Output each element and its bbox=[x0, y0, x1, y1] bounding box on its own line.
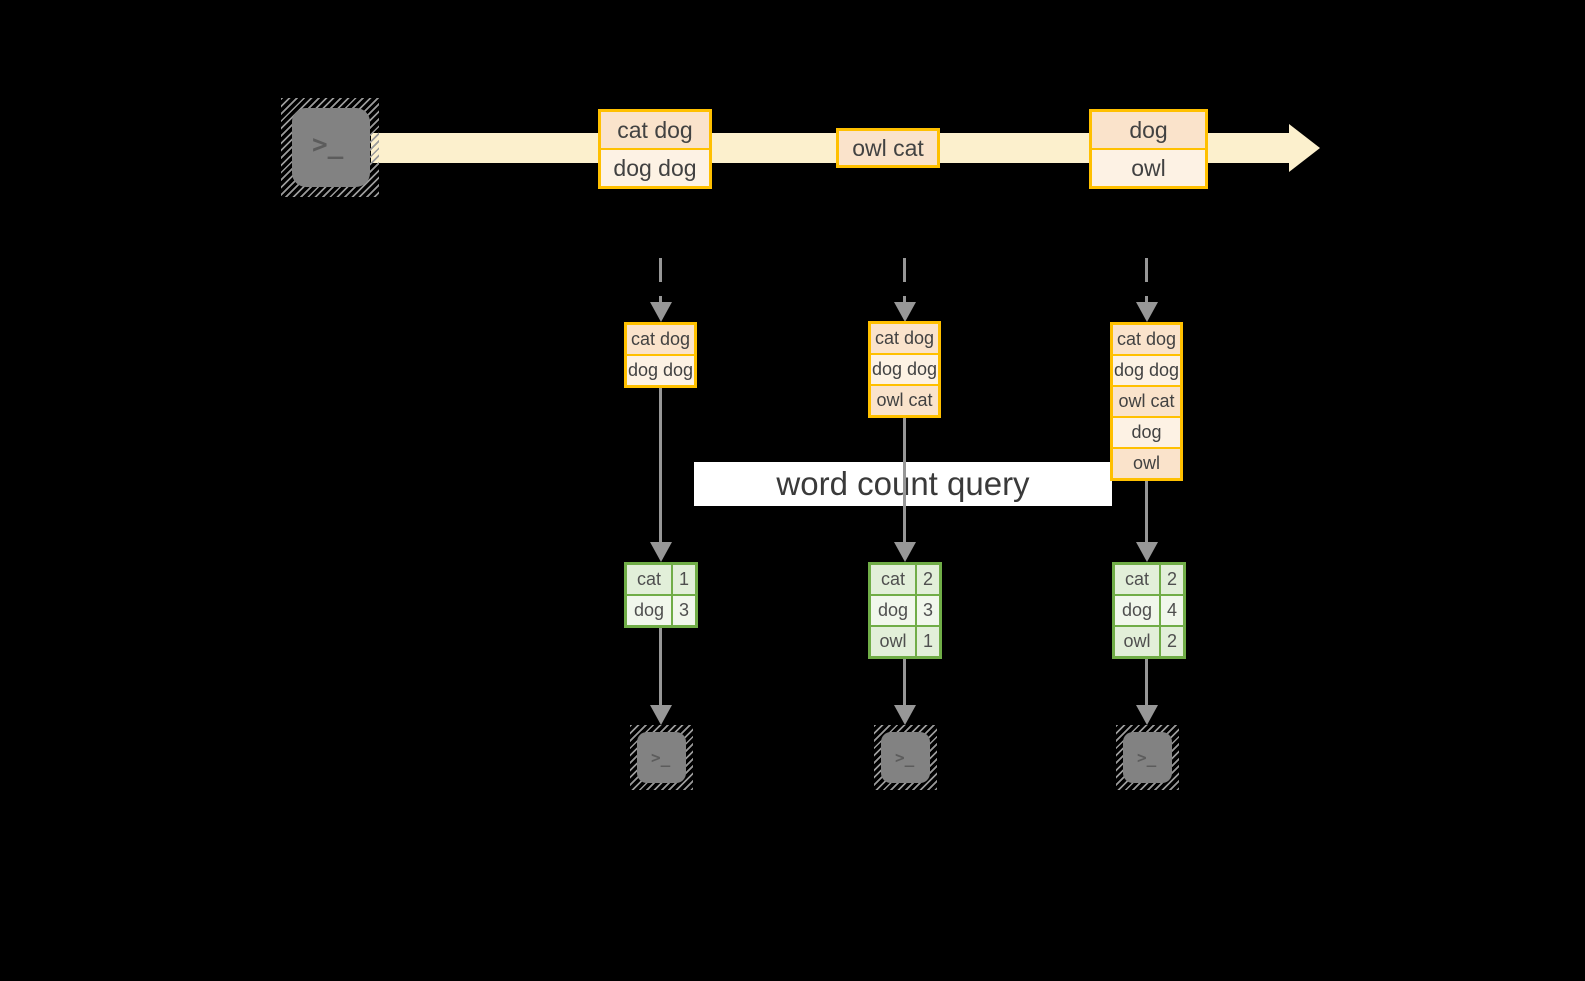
ingest-arrow-line-1 bbox=[659, 258, 662, 304]
buffer-cell: cat dog bbox=[627, 325, 694, 354]
stream-message-1: cat dog dog dog bbox=[598, 109, 712, 189]
buffer-cell: cat dog bbox=[871, 324, 938, 353]
table-row: cat 2 bbox=[1115, 565, 1183, 594]
table-row: owl 1 bbox=[871, 627, 939, 656]
ingest-arrow-head-2 bbox=[894, 302, 916, 322]
ingest-arrow-head-1 bbox=[650, 302, 672, 322]
output-arrow-line-3 bbox=[1145, 659, 1148, 708]
ingest-arrow-line-2 bbox=[903, 258, 906, 304]
stream-message-3: dog owl bbox=[1089, 109, 1208, 189]
output-arrow-line-2 bbox=[903, 659, 906, 708]
buffer-stack-3: cat dog dog dog owl cat dog owl bbox=[1110, 322, 1183, 481]
buffer-cell: dog dog bbox=[1113, 356, 1180, 385]
terminal-face: >_ bbox=[292, 108, 370, 187]
table-row: dog 3 bbox=[871, 596, 939, 625]
output-arrow-line-1 bbox=[659, 628, 662, 708]
query-arrow-line-2 bbox=[903, 418, 906, 546]
word-cell: owl bbox=[871, 627, 915, 656]
terminal-face: >_ bbox=[881, 732, 930, 783]
count-cell: 1 bbox=[673, 565, 695, 594]
buffer-cell: cat dog bbox=[1113, 325, 1180, 354]
word-cell: cat bbox=[871, 565, 915, 594]
message-line: dog dog bbox=[601, 150, 709, 186]
count-cell: 4 bbox=[1161, 596, 1183, 625]
query-arrow-line-1 bbox=[659, 388, 662, 546]
message-line: owl cat bbox=[839, 131, 937, 165]
word-cell: dog bbox=[1115, 596, 1159, 625]
buffer-cell: owl bbox=[1113, 449, 1180, 478]
buffer-cell: owl cat bbox=[1113, 387, 1180, 416]
table-row: dog 4 bbox=[1115, 596, 1183, 625]
stream-arrow-head bbox=[1289, 124, 1320, 172]
output-terminal-icon-1: >_ bbox=[630, 725, 693, 790]
query-arrow-head-3 bbox=[1136, 542, 1158, 562]
count-table-1: cat 1 dog 3 bbox=[624, 562, 698, 628]
count-cell: 2 bbox=[1161, 565, 1183, 594]
terminal-prompt-glyph: >_ bbox=[312, 130, 344, 160]
terminal-prompt-glyph: >_ bbox=[1137, 748, 1157, 767]
buffer-stack-1: cat dog dog dog bbox=[624, 322, 697, 388]
word-cell: cat bbox=[627, 565, 671, 594]
buffer-stack-2: cat dog dog dog owl cat bbox=[868, 321, 941, 418]
output-arrow-head-2 bbox=[894, 705, 916, 725]
output-arrow-head-3 bbox=[1136, 705, 1158, 725]
count-cell: 3 bbox=[917, 596, 939, 625]
count-cell: 2 bbox=[917, 565, 939, 594]
buffer-cell: dog dog bbox=[871, 355, 938, 384]
buffer-cell: owl cat bbox=[871, 386, 938, 415]
query-arrow-head-2 bbox=[894, 542, 916, 562]
table-row: dog 3 bbox=[627, 596, 695, 625]
word-cell: dog bbox=[871, 596, 915, 625]
table-row: cat 2 bbox=[871, 565, 939, 594]
message-line: cat dog bbox=[601, 112, 709, 148]
output-terminal-icon-3: >_ bbox=[1116, 725, 1179, 790]
word-cell: cat bbox=[1115, 565, 1159, 594]
buffer-cell: dog bbox=[1113, 418, 1180, 447]
ingest-arrow-line-3 bbox=[1145, 258, 1148, 304]
terminal-prompt-glyph: >_ bbox=[651, 748, 671, 767]
count-cell: 2 bbox=[1161, 627, 1183, 656]
terminal-face: >_ bbox=[1123, 732, 1172, 783]
count-cell: 3 bbox=[673, 596, 695, 625]
terminal-face: >_ bbox=[637, 732, 686, 783]
ingest-arrow-head-3 bbox=[1136, 302, 1158, 322]
word-cell: owl bbox=[1115, 627, 1159, 656]
table-row: cat 1 bbox=[627, 565, 695, 594]
buffer-cell: dog dog bbox=[627, 356, 694, 385]
message-line: owl bbox=[1092, 150, 1205, 186]
count-cell: 1 bbox=[917, 627, 939, 656]
message-line: dog bbox=[1092, 112, 1205, 148]
source-terminal-icon: >_ bbox=[281, 98, 379, 197]
output-arrow-head-1 bbox=[650, 705, 672, 725]
table-row: owl 2 bbox=[1115, 627, 1183, 656]
terminal-prompt-glyph: >_ bbox=[895, 748, 915, 767]
stream-message-2: owl cat bbox=[836, 128, 940, 168]
query-arrow-head-1 bbox=[650, 542, 672, 562]
query-arrow-line-3 bbox=[1145, 481, 1148, 546]
word-cell: dog bbox=[627, 596, 671, 625]
count-table-2: cat 2 dog 3 owl 1 bbox=[868, 562, 942, 659]
count-table-3: cat 2 dog 4 owl 2 bbox=[1112, 562, 1186, 659]
output-terminal-icon-2: >_ bbox=[874, 725, 937, 790]
